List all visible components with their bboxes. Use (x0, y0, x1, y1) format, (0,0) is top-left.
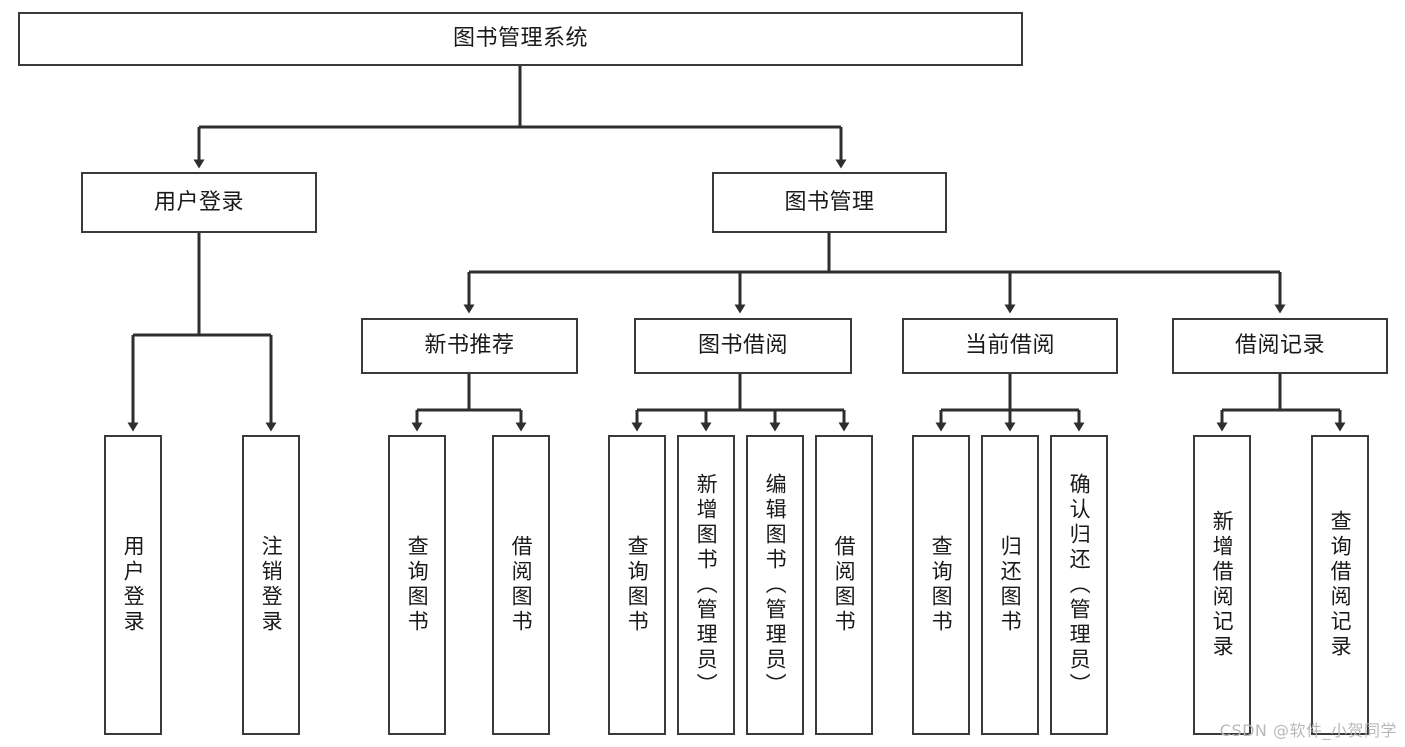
node-leaf-add-borrow-record-label: 新增借阅记录 (1210, 510, 1235, 660)
node-leaf-recommend-query-book[interactable]: 查询图书 (388, 435, 446, 735)
node-leaf-borrow-book[interactable]: 借阅图书 (815, 435, 873, 735)
node-book-management-label: 图书管理 (784, 189, 875, 215)
node-current-borrow-label: 当前借阅 (964, 333, 1055, 359)
node-leaf-user-login[interactable]: 用户登录 (104, 435, 162, 735)
node-book-borrow[interactable]: 图书借阅 (634, 318, 852, 374)
node-book-borrow-label: 图书借阅 (697, 333, 788, 359)
node-new-book-recommend-label: 新书推荐 (424, 333, 515, 359)
node-leaf-borrow-book-label: 借阅图书 (832, 535, 857, 635)
node-borrow-record[interactable]: 借阅记录 (1172, 318, 1388, 374)
node-leaf-user-login-label: 用户登录 (121, 535, 146, 635)
node-leaf-logout[interactable]: 注销登录 (242, 435, 300, 735)
node-leaf-confirm-return-admin[interactable]: 确认归还（管理员） (1050, 435, 1108, 735)
node-leaf-current-query-book[interactable]: 查询图书 (912, 435, 970, 735)
node-user-login[interactable]: 用户登录 (81, 172, 317, 233)
node-leaf-edit-book-admin-label: 编辑图书（管理员） (763, 472, 788, 698)
node-leaf-return-book[interactable]: 归还图书 (981, 435, 1039, 735)
node-leaf-current-query-book-label: 查询图书 (929, 535, 954, 635)
node-leaf-add-book-admin-label: 新增图书（管理员） (694, 472, 719, 698)
node-leaf-add-book-admin[interactable]: 新增图书（管理员） (677, 435, 735, 735)
node-leaf-add-borrow-record[interactable]: 新增借阅记录 (1193, 435, 1251, 735)
node-leaf-recommend-query-book-label: 查询图书 (405, 535, 430, 635)
node-leaf-edit-book-admin[interactable]: 编辑图书（管理员） (746, 435, 804, 735)
watermark-text: CSDN @软件_小贺同学 (1219, 721, 1397, 740)
node-current-borrow[interactable]: 当前借阅 (902, 318, 1118, 374)
node-root[interactable]: 图书管理系统 (18, 12, 1023, 66)
node-leaf-return-book-label: 归还图书 (998, 535, 1023, 635)
node-new-book-recommend[interactable]: 新书推荐 (361, 318, 578, 374)
node-leaf-recommend-borrow-book[interactable]: 借阅图书 (492, 435, 550, 735)
node-leaf-query-borrow-record[interactable]: 查询借阅记录 (1311, 435, 1369, 735)
node-leaf-recommend-borrow-book-label: 借阅图书 (509, 535, 534, 635)
node-book-management[interactable]: 图书管理 (712, 172, 947, 233)
node-borrow-record-label: 借阅记录 (1234, 333, 1325, 359)
node-user-login-label: 用户登录 (153, 189, 244, 215)
node-root-label: 图书管理系统 (452, 26, 588, 52)
node-leaf-logout-label: 注销登录 (259, 535, 284, 635)
node-leaf-borrow-query-book-label: 查询图书 (625, 535, 650, 635)
node-leaf-borrow-query-book[interactable]: 查询图书 (608, 435, 666, 735)
node-leaf-confirm-return-admin-label: 确认归还（管理员） (1067, 472, 1092, 698)
node-leaf-query-borrow-record-label: 查询借阅记录 (1328, 510, 1353, 660)
